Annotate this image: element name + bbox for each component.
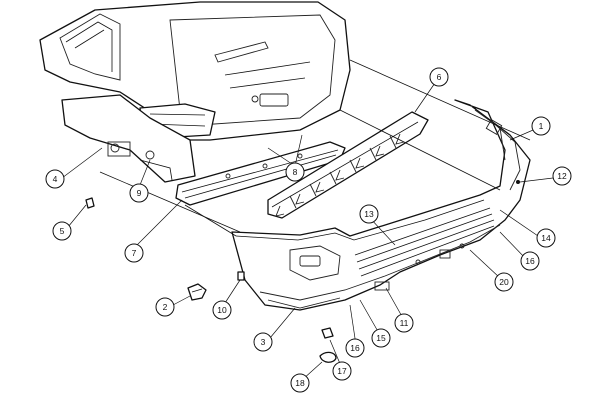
callout-18-label: 18	[295, 378, 305, 388]
callout-20: 20	[494, 272, 514, 292]
callouts: 1 2 3 4 5 6 7 8 9 10 11 12 13 14 15 16 1…	[45, 67, 572, 393]
callout-7-label: 7	[132, 248, 137, 258]
callout-9-label: 9	[137, 188, 142, 198]
callout-2: 2	[155, 297, 175, 317]
callout-17: 17	[332, 361, 352, 381]
callout-16-right: 16	[520, 251, 540, 271]
callout-3: 3	[253, 332, 273, 352]
callout-4: 4	[45, 169, 65, 189]
callout-7: 7	[124, 243, 144, 263]
callout-15: 15	[371, 328, 391, 348]
callout-13-label: 13	[364, 209, 374, 219]
callout-1: 1	[531, 116, 551, 136]
callout-11-label: 11	[400, 318, 409, 328]
energy-absorber	[267, 111, 429, 219]
callout-16-right-label: 16	[525, 256, 535, 266]
callout-12-label: 12	[557, 171, 567, 181]
callout-17-label: 17	[337, 366, 347, 376]
callout-14-label: 14	[541, 233, 551, 243]
callout-15-label: 15	[376, 333, 386, 343]
callout-13: 13	[359, 204, 379, 224]
callout-9: 9	[129, 183, 149, 203]
callout-12: 12	[552, 166, 572, 186]
callout-16-lower: 16	[345, 338, 365, 358]
callout-10: 10	[212, 300, 232, 320]
callout-11: 11	[394, 313, 414, 333]
callout-8: 8	[285, 162, 305, 182]
vehicle-rear-body	[39, 1, 351, 206]
callout-8-label: 8	[293, 167, 298, 177]
small-parts	[85, 180, 520, 363]
callout-4-label: 4	[53, 174, 58, 184]
callout-3-label: 3	[261, 337, 266, 347]
bumper-fascia	[231, 99, 531, 311]
callout-5: 5	[52, 221, 72, 241]
callout-6-label: 6	[437, 72, 442, 82]
callout-5-label: 5	[60, 226, 65, 236]
callout-6: 6	[429, 67, 449, 87]
callout-18: 18	[290, 373, 310, 393]
callout-16-lower-label: 16	[350, 343, 360, 353]
callout-14: 14	[536, 228, 556, 248]
callout-1-label: 1	[539, 121, 544, 131]
callout-10-label: 10	[217, 305, 227, 315]
callout-20-label: 20	[499, 277, 509, 287]
callout-2-label: 2	[163, 302, 168, 312]
